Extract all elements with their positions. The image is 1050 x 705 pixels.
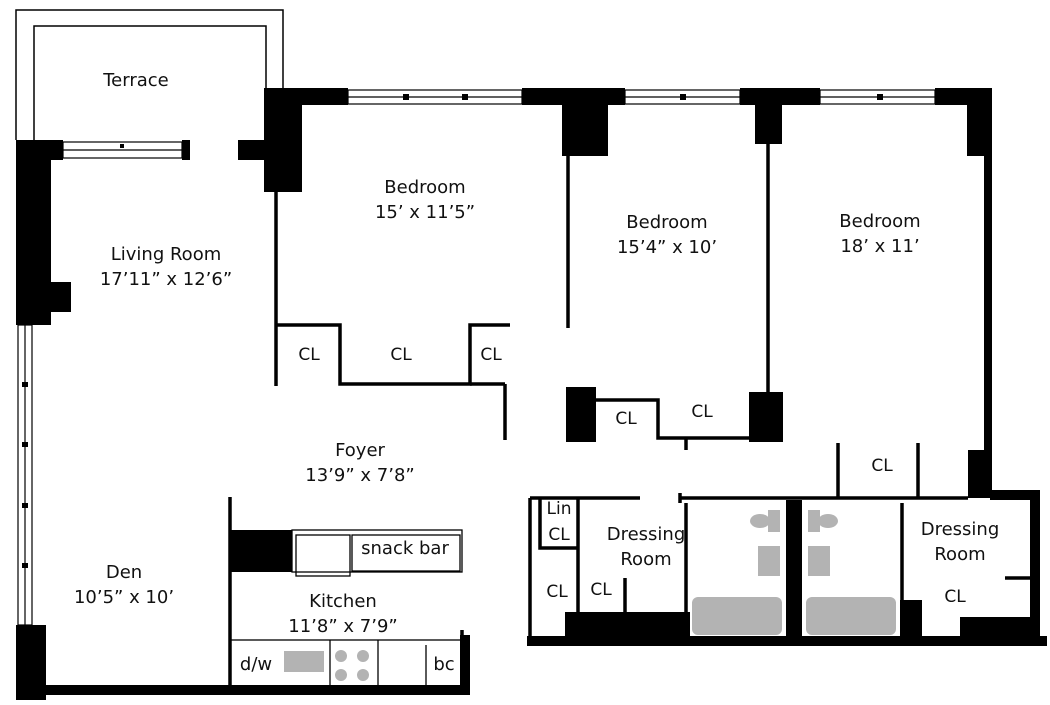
kitchen-label: Kitchen	[309, 591, 377, 612]
bedroom-2-label: Bedroom	[626, 212, 707, 233]
closet-label: CL	[390, 345, 412, 365]
bedroom-2-size: 15’4” x 10’	[617, 237, 717, 258]
kitchen-sink	[295, 534, 351, 577]
bedroom-3-size: 18’ x 11’	[840, 236, 919, 257]
dressing-room-2-label-line2: Room	[934, 544, 985, 565]
interior-walls	[228, 144, 1032, 686]
kitchen-size: 11’8” x 7’9”	[288, 616, 397, 637]
closet-label: CL	[944, 587, 966, 607]
foyer-size: 13’9” x 7’8”	[305, 465, 414, 486]
bedroom-1-size: 15’ x 11’5”	[375, 202, 475, 223]
linen-closet-label-line1: Lin	[547, 499, 572, 519]
bedroom-1-label: Bedroom	[384, 177, 465, 198]
foyer-label: Foyer	[335, 440, 385, 461]
kitchen-fixtures	[229, 529, 463, 687]
bathtub-1	[692, 597, 782, 635]
dishwasher	[284, 651, 324, 672]
bath-divider-wall	[786, 500, 802, 640]
living-room-label: Living Room	[111, 244, 222, 265]
broom-closet-label: bc	[433, 654, 454, 675]
windows	[17, 89, 936, 626]
dressing-room-2-label-line1: Dressing	[921, 519, 1000, 540]
terrace-label: Terrace	[102, 70, 169, 91]
closet-label: CL	[691, 402, 713, 422]
terrace	[15, 9, 284, 140]
dishwasher-label: d/w	[240, 654, 272, 675]
dressing-room-1-label-line2: Room	[620, 549, 671, 570]
den-size: 10’5” x 10’	[74, 587, 174, 608]
stove	[335, 650, 369, 681]
snack-bar-label: snack bar	[361, 538, 449, 559]
bath-fixtures	[692, 510, 896, 635]
window-mullions	[22, 94, 883, 568]
bedroom-3-label: Bedroom	[839, 211, 920, 232]
den-label: Den	[106, 562, 142, 583]
closet-label: CL	[871, 456, 893, 476]
closet-label: CL	[546, 582, 568, 602]
bathtub-2	[806, 597, 896, 635]
dressing-room-1-label-line1: Dressing	[607, 524, 686, 545]
linen-closet-label-line2: CL	[548, 525, 570, 545]
exterior-walls	[16, 88, 1047, 700]
snack-bar-counter	[351, 534, 461, 572]
closet-label: CL	[590, 580, 612, 600]
closet-label: CL	[298, 345, 320, 365]
living-room-size: 17’11” x 12’6”	[100, 269, 232, 290]
sink-1	[758, 546, 780, 576]
kitchen-counter	[229, 639, 463, 687]
closet-label: CL	[480, 345, 502, 365]
sink-2	[808, 546, 830, 576]
closet-label: CL	[615, 409, 637, 429]
